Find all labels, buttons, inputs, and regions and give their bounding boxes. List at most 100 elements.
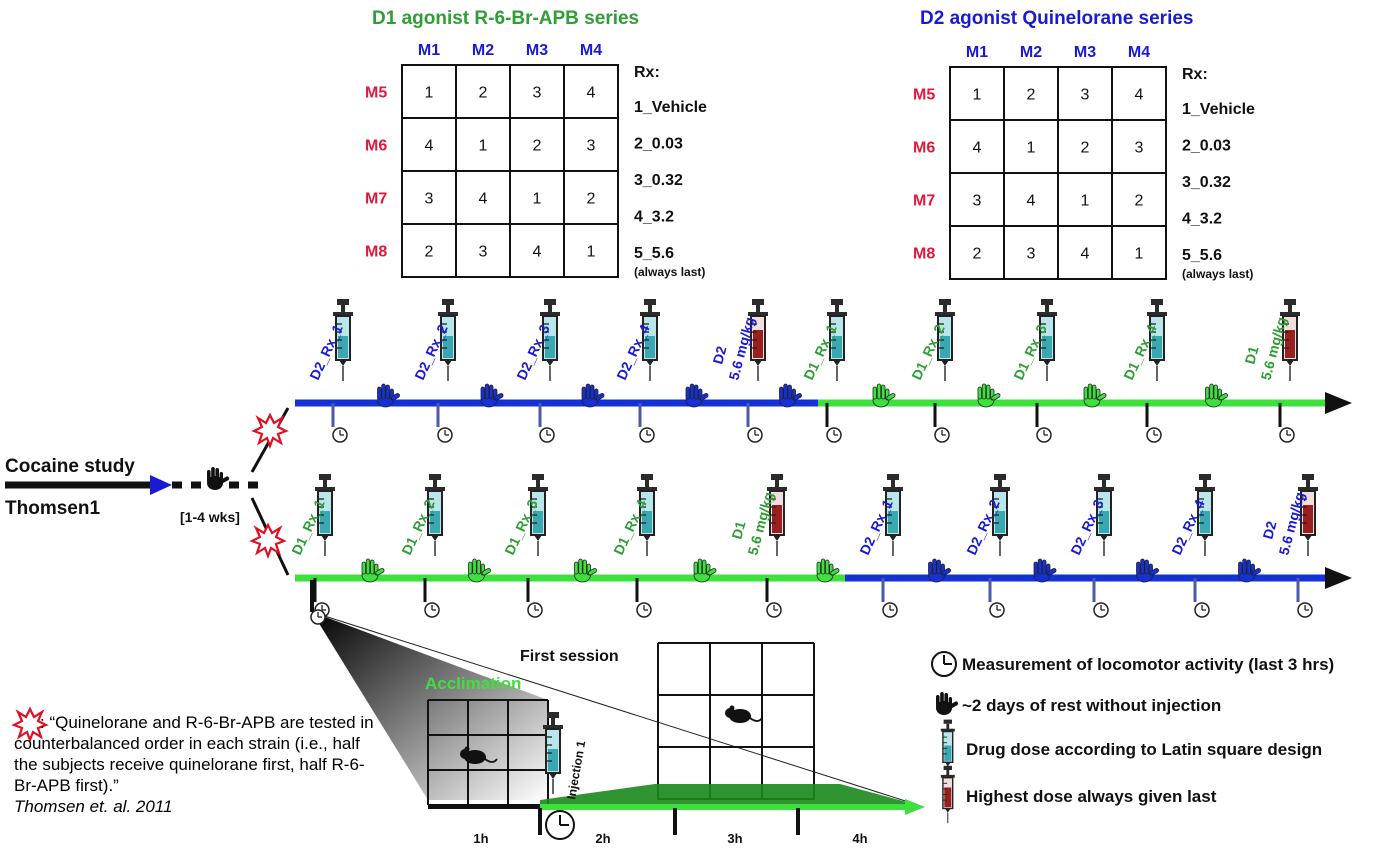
latin-square-cell: [1111, 172, 1167, 227]
clock-icon: [1093, 602, 1109, 618]
legend-hand-icon: [936, 692, 959, 715]
latin-square-value: 3: [425, 191, 434, 208]
clock-icon: [539, 427, 555, 443]
latin-square-value: 2: [1027, 87, 1036, 104]
latin-square-value: 2: [479, 85, 488, 102]
latin-square-title: D1 agonist R-6-Br-APB series: [372, 8, 639, 29]
latin-square-value: 3: [587, 138, 596, 155]
latin-square-cell: [563, 64, 619, 119]
legend-hand-text: ~2 days of rest without injection: [962, 696, 1221, 715]
rx-item: 2_0.03: [1182, 138, 1231, 155]
latin-square-title: D2 agonist Quinelorane series: [920, 8, 1193, 29]
latin-square-value: 4: [1135, 87, 1144, 104]
latin-square-value: 4: [1027, 193, 1036, 210]
clock-icon: [1279, 427, 1295, 443]
footnote-marker: :: [40, 713, 45, 732]
rx-item: 1_Vehicle: [634, 99, 707, 116]
latin-square-cell: [401, 170, 457, 225]
latin-square-cell: [563, 170, 619, 225]
latin-square-value: 1: [1135, 246, 1144, 263]
latin-square-cell: [1057, 172, 1113, 227]
footnote-citation: Thomsen et. al. 2011: [14, 797, 173, 816]
latin-square-value: 4: [973, 140, 982, 157]
latin-square-cell: [949, 225, 1005, 280]
latin-square-value: 3: [1135, 140, 1144, 157]
row-label: M7: [365, 191, 387, 208]
row-label: M6: [913, 140, 935, 157]
latin-square-value: 1: [479, 138, 488, 155]
zoom-funnel: [312, 612, 548, 800]
clock-icon: [639, 427, 655, 443]
study-arrowhead: [150, 475, 172, 495]
column-label: M4: [1128, 44, 1150, 61]
latin-square-value: 4: [479, 191, 488, 208]
latin-square-cell: [509, 117, 565, 172]
latin-square-cell: [949, 172, 1005, 227]
latin-square-value: 2: [425, 244, 434, 261]
latin-square-cell: [1003, 172, 1059, 227]
latin-square-cell: [401, 64, 457, 119]
row-label: M5: [913, 87, 935, 104]
column-label: M3: [1074, 44, 1096, 61]
footnote: : “Quinelorane and R-6-Br-APB are tested…: [14, 712, 374, 817]
latin-square-cell: [1003, 225, 1059, 280]
latin-square-cell: [509, 170, 565, 225]
row-label: M6: [365, 138, 387, 155]
clock-icon: [1036, 427, 1052, 443]
mouse-icon: [724, 704, 763, 724]
session-arrowhead: [905, 799, 925, 815]
clock-icon: [636, 602, 652, 618]
acclimation-cage: [427, 699, 549, 806]
column-label: M3: [526, 42, 548, 59]
rx-header: Rx:: [1182, 66, 1208, 83]
hour-label: 3h: [727, 831, 742, 846]
latin-square-cell: [1057, 225, 1113, 280]
study-sublabel: Thomsen1: [5, 498, 100, 519]
latin-square-value: 3: [1081, 87, 1090, 104]
timeline-arrowhead: [1325, 567, 1352, 589]
latin-square-value: 2: [1135, 193, 1144, 210]
latin-square-value: 4: [587, 85, 596, 102]
row-label: M8: [913, 246, 935, 263]
latin-square-value: 1: [973, 87, 982, 104]
rx-item: 4_3.2: [634, 209, 674, 226]
rx-header: Rx:: [634, 64, 660, 81]
clock-icon: [747, 427, 763, 443]
dose-label: D1: [728, 519, 748, 541]
legend-syringe-text: Drug dose according to Latin square desi…: [966, 740, 1322, 759]
latin-square-value: 2: [1081, 140, 1090, 157]
study-label: Cocaine study: [5, 456, 135, 477]
latin-square-value: 1: [1027, 140, 1036, 157]
rx-item: 5_5.6: [1182, 247, 1222, 264]
injection-label: Injection 1: [564, 739, 588, 800]
rx-item: 3_0.32: [634, 172, 683, 189]
column-label: M1: [966, 44, 988, 61]
zoom-line: [311, 611, 919, 806]
clock-icon: [766, 602, 782, 618]
clock-icon: [826, 427, 842, 443]
dose-label: D1: [1241, 344, 1261, 366]
latin-square-cell: [563, 223, 619, 278]
star-icon: [250, 523, 286, 558]
star-icon: [252, 413, 288, 448]
latin-square-value: 4: [1081, 246, 1090, 263]
rx-item: 1_Vehicle: [1182, 101, 1255, 118]
rx-note: (always last): [634, 265, 705, 279]
latin-square-value: 3: [479, 244, 488, 261]
clock-icon: [989, 602, 1005, 618]
column-label: M4: [580, 42, 602, 59]
rx-item: 4_3.2: [1182, 211, 1222, 228]
rest-period-label: [1-4 wks]: [180, 509, 240, 525]
latin-square-cell: [949, 66, 1005, 121]
latin-square-value: 1: [533, 191, 542, 208]
row-label: M8: [365, 244, 387, 261]
latin-square-value: 2: [587, 191, 596, 208]
latin-square-value: 3: [533, 85, 542, 102]
legend-high-dose-text: Highest dose always given last: [966, 787, 1217, 806]
hand-icon: [207, 467, 230, 490]
dose-label: D2: [709, 344, 729, 366]
latin-square-cell: [1111, 225, 1167, 280]
